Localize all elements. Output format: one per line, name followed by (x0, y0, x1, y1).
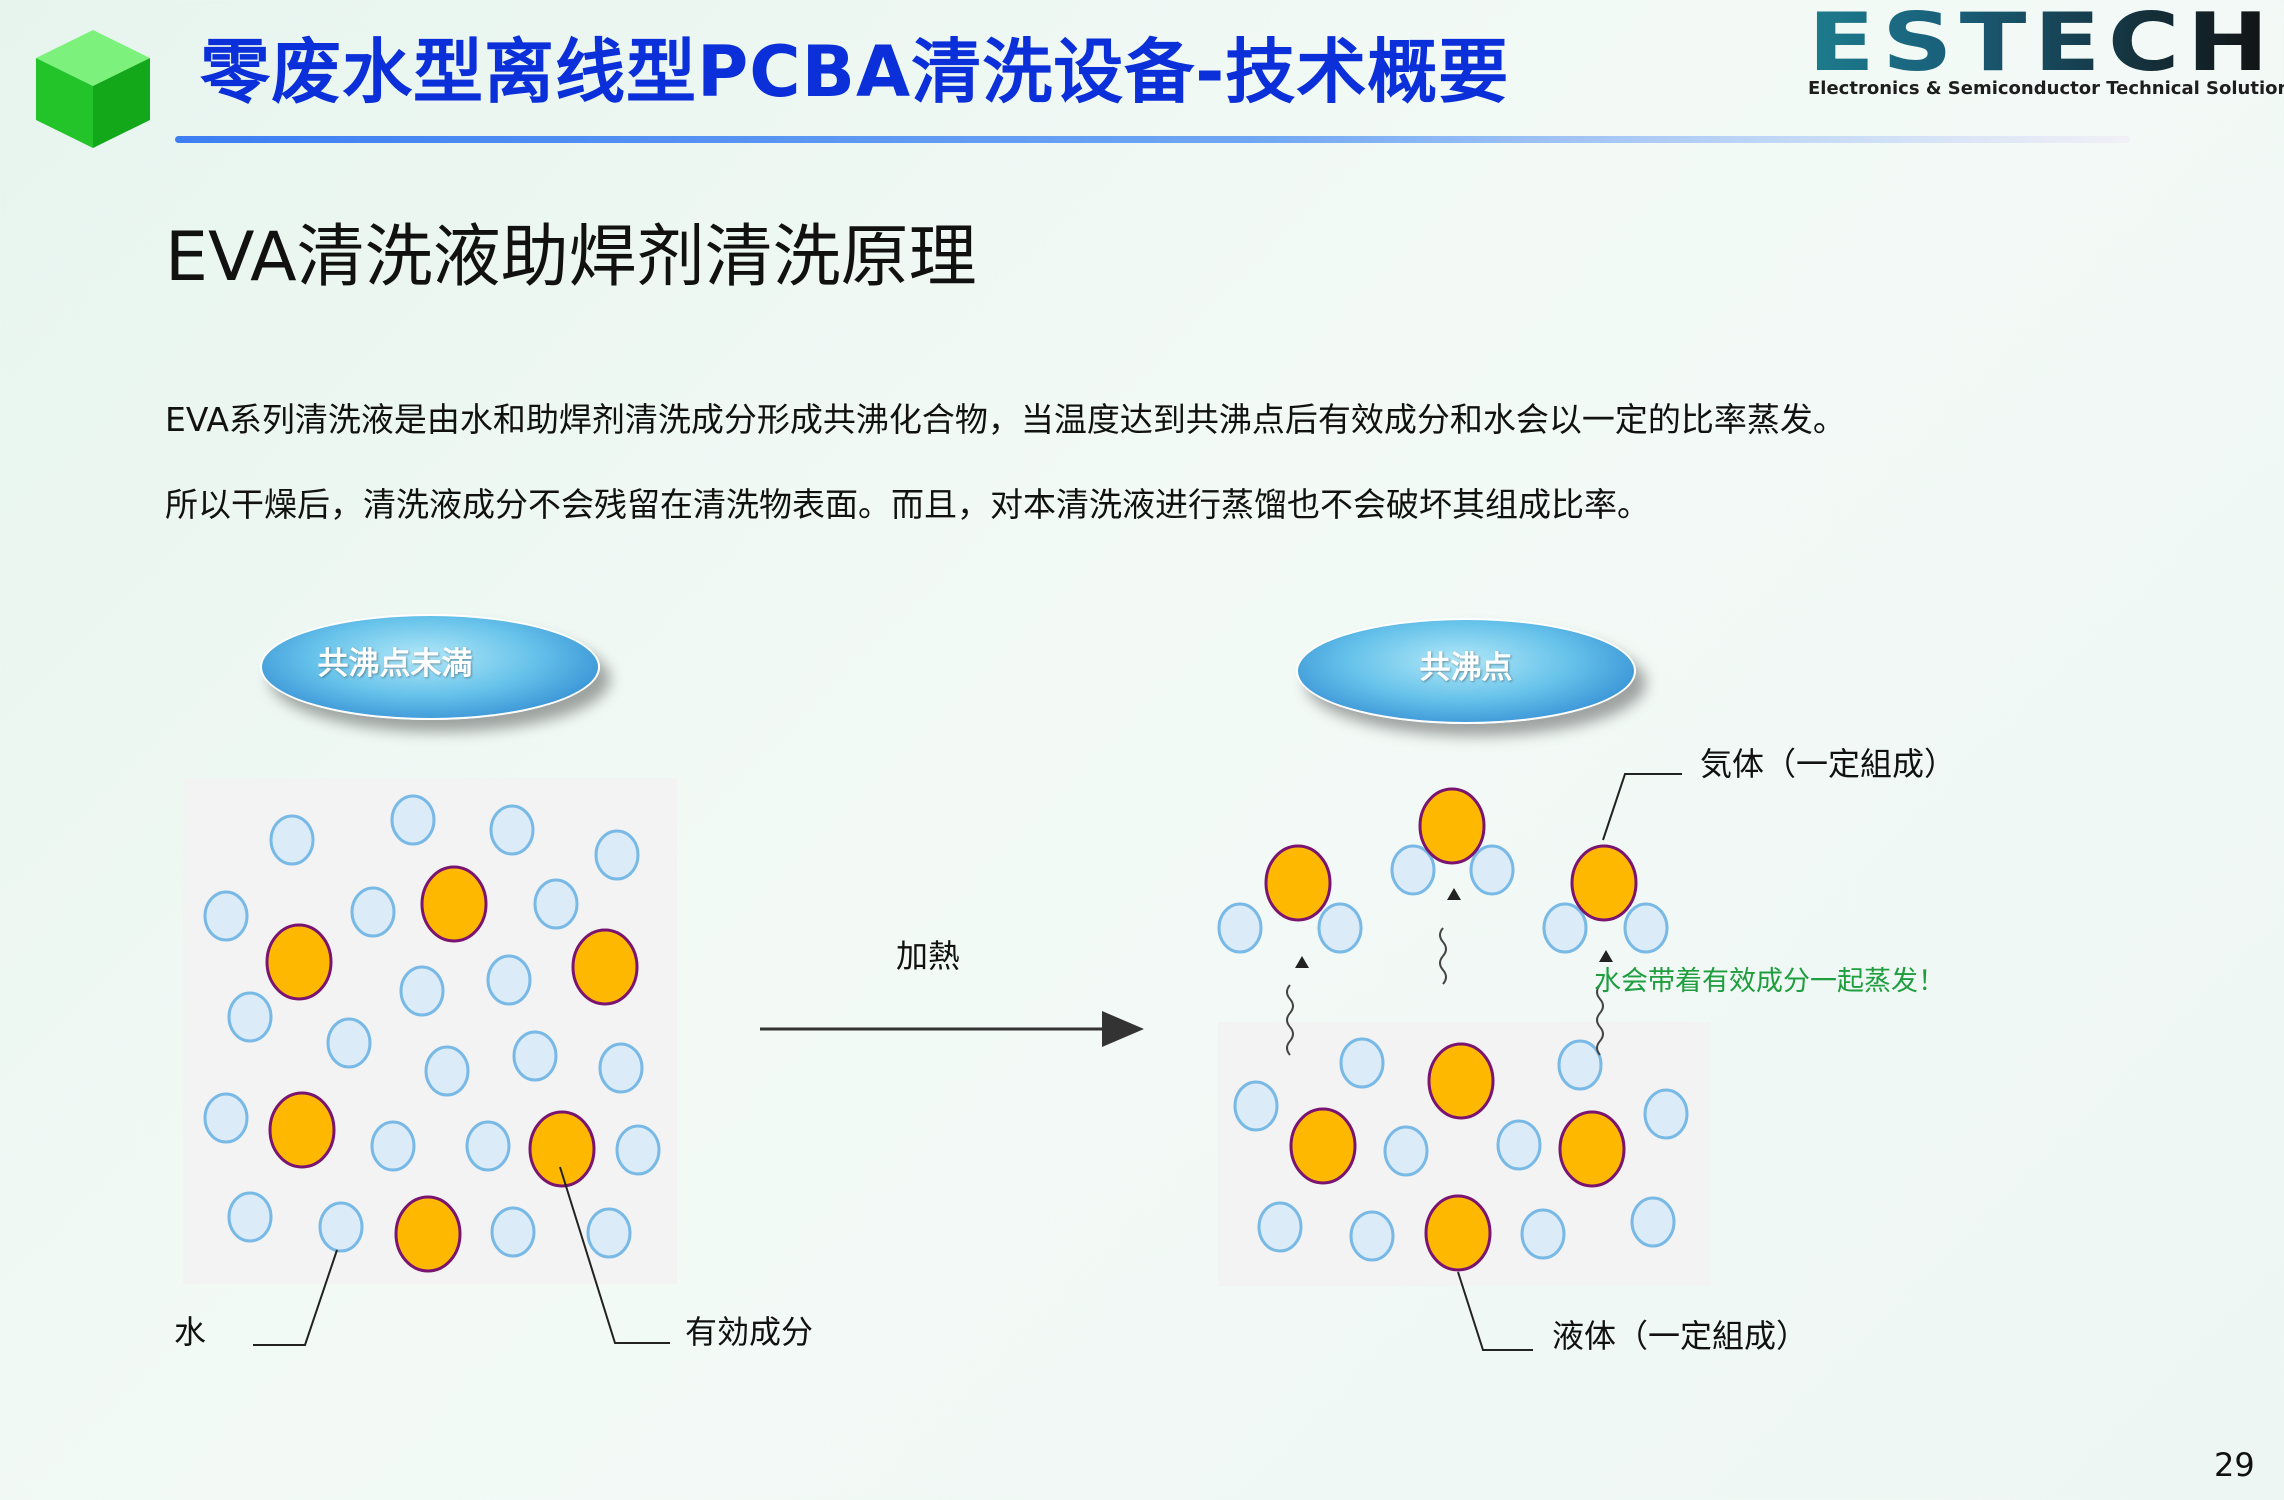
estech-logo: ESTECH (1808, 8, 2276, 89)
title-underline (175, 136, 2130, 143)
boiling-point-text: 共沸点 (1419, 650, 1513, 686)
page-number: 29 (2214, 1446, 2255, 1484)
water-molecule (1623, 902, 1669, 954)
brand-name: ESTECH (1808, 8, 2276, 89)
evaporation-note: 水会带着有效成分一起蒸发！ (1594, 966, 1945, 997)
up-arrow-icon (1599, 950, 1613, 962)
water-molecule (1542, 902, 1588, 954)
page-title: 零废水型离线型PCBA清洗设备-技术概要 (200, 31, 1510, 113)
below-boiling-point-label: 共沸点未満 (260, 614, 600, 720)
green-cube-icon (36, 30, 150, 148)
paragraph-1: EVA系列清洗液是由水和助焊剂清洗成分形成共沸化合物，当温度达到共沸点后有效成分… (165, 400, 1846, 439)
vapor-arrows (1295, 888, 1613, 968)
water-molecule (1317, 902, 1363, 954)
vapor-active-molecule (1570, 844, 1638, 922)
up-arrow-icon (1295, 956, 1309, 968)
steam-wave-icon (1439, 927, 1447, 985)
active-component-label: 有効成分 (685, 1313, 814, 1351)
liquid-box-below-boiling (183, 778, 677, 1284)
water-molecule (1469, 844, 1515, 896)
up-arrow-icon (1447, 888, 1461, 900)
boiling-point-label: 共沸点 (1296, 618, 1636, 724)
vapor-active-molecule (1264, 844, 1332, 922)
callout-gas (1602, 773, 1682, 841)
gas-label: 気体（一定組成） (1700, 745, 1957, 783)
paragraph-2: 所以干燥后，清洗液成分不会残留在清洗物表面。而且，对本清洗液进行蒸馏也不会破坏其… (165, 485, 1650, 524)
liquid-box-at-boiling (1218, 1022, 1710, 1286)
water-label: 水 (174, 1313, 207, 1351)
heating-label: 加熱 (896, 937, 961, 975)
brand-tagline: Electronics & Semiconductor Technical So… (1808, 78, 2284, 99)
section-heading: EVA清洗液助焊剂清洗原理 (165, 218, 977, 297)
below-boiling-point-text: 共沸点未満 (317, 646, 473, 682)
vapor-active-molecule (1418, 787, 1486, 865)
liquid-label: 液体（一定組成） (1552, 1317, 1809, 1355)
water-molecule (1390, 844, 1436, 896)
water-molecule (1217, 902, 1263, 954)
